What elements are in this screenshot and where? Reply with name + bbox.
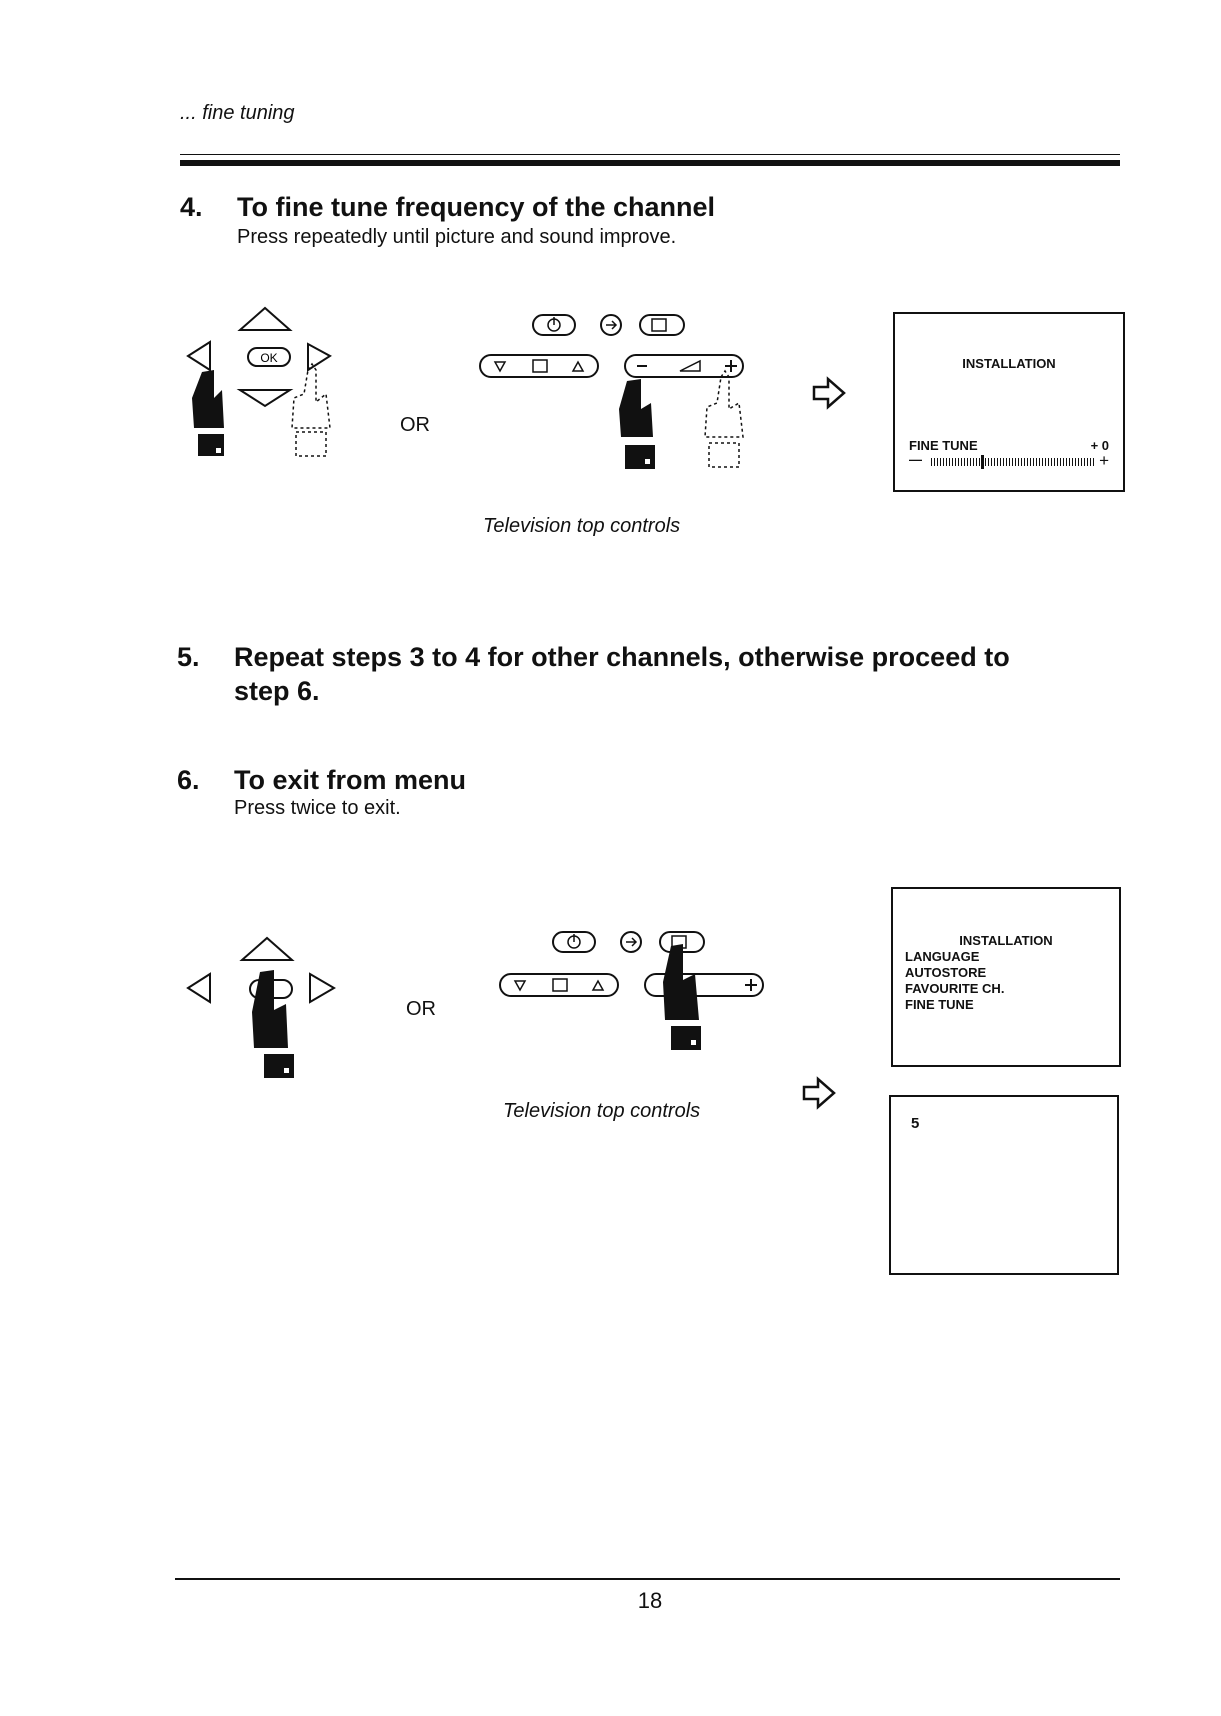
page-number: 18 [637,1588,663,1613]
step-6-title: To exit from menu [234,765,467,795]
step-4-or-label: OR [400,414,430,436]
source-button-icon [620,931,642,953]
fine-tune-row: FINE TUNE + 0 [909,438,1109,453]
step-5-title-line2: step 6. [234,676,320,706]
menu-item-favourite-ch: FAVOURITE CH. [905,981,1005,996]
source-button-icon [600,314,622,336]
result-arrow-icon [812,376,846,410]
step-5-number: 5. [177,642,200,672]
result-arrow-icon [802,1076,836,1110]
volume-rocker-icon [624,354,744,378]
header-rule-thin [180,154,1120,155]
step-4-instruction: Press repeatedly until picture and sound… [237,226,677,248]
power-button-icon [532,314,576,336]
down-arrow-icon [236,389,294,408]
up-arrow-icon [239,936,295,961]
left-arrow-icon [186,340,211,372]
left-arrow-icon [186,972,211,1004]
fine-tune-value: + 0 [1090,438,1109,453]
hand-outline-icon [704,369,744,468]
tv-top-controls-illustration [499,931,764,1050]
step-6-number: 6. [177,765,200,795]
pressing-hand-icon [663,944,701,1050]
remote-arrows-illustration [186,936,336,1078]
menu-item-language: LANGUAGE [905,949,980,964]
pressing-hand-icon [192,370,224,456]
volume-rocker-icon [644,973,764,997]
remote-arrows-illustration: OK [186,306,332,457]
hand-outline-icon [291,362,331,457]
power-button-icon [552,931,596,953]
right-arrow-icon [309,972,336,1004]
footer-rule [175,1578,1120,1580]
menu-button-icon [639,314,685,336]
tv-screen-installation-menu: INSTALLATION LANGUAGE AUTOSTORE FAVOURIT… [891,887,1121,1067]
pressing-hand-icon [619,379,655,469]
menu-list: LANGUAGE AUTOSTORE FAVOURITE CH. FINE TU… [905,949,1119,1013]
fine-tune-label: FINE TUNE [909,438,978,453]
right-arrow-icon [307,342,332,372]
step-6-instruction: Press twice to exit. [234,797,401,819]
up-arrow-icon [237,306,293,331]
channel-rocker-icon [479,354,599,378]
step-6-or-label: OR [406,998,436,1020]
step-5-title-line1: Repeat steps 3 to 4 for other channels, … [234,642,1010,672]
screen-title: INSTALLATION [959,933,1053,948]
bar-ticks [931,458,1095,466]
running-head: ... fine tuning [180,102,295,124]
ok-button-icon: OK [247,347,291,367]
menu-item-fine-tune: FINE TUNE [905,997,974,1012]
channel-number: 5 [911,1115,920,1132]
step-6-caption: Television top controls [503,1100,701,1122]
svg-text:OK: OK [260,351,277,365]
bar-plus-symbol: + [1099,451,1109,470]
step-4-number: 4. [180,192,203,222]
step-4-caption: Television top controls [483,515,681,537]
tv-top-controls-illustration [479,314,744,469]
tv-screen-fine-tune: INSTALLATION FINE TUNE + 0 — + [893,312,1125,492]
header-rule-thick [180,160,1120,166]
bar-minus-symbol: — [909,452,922,467]
pressing-hand-icon [252,970,294,1078]
tv-screen-channel: 5 [889,1095,1119,1275]
screen-title: INSTALLATION [962,356,1056,371]
channel-rocker-icon [499,973,619,997]
step-4-title: To fine tune frequency of the channel [237,192,716,222]
menu-item-autostore: AUTOSTORE [905,965,987,980]
fine-tune-bar: — + [909,451,1109,470]
bar-marker [981,455,984,469]
